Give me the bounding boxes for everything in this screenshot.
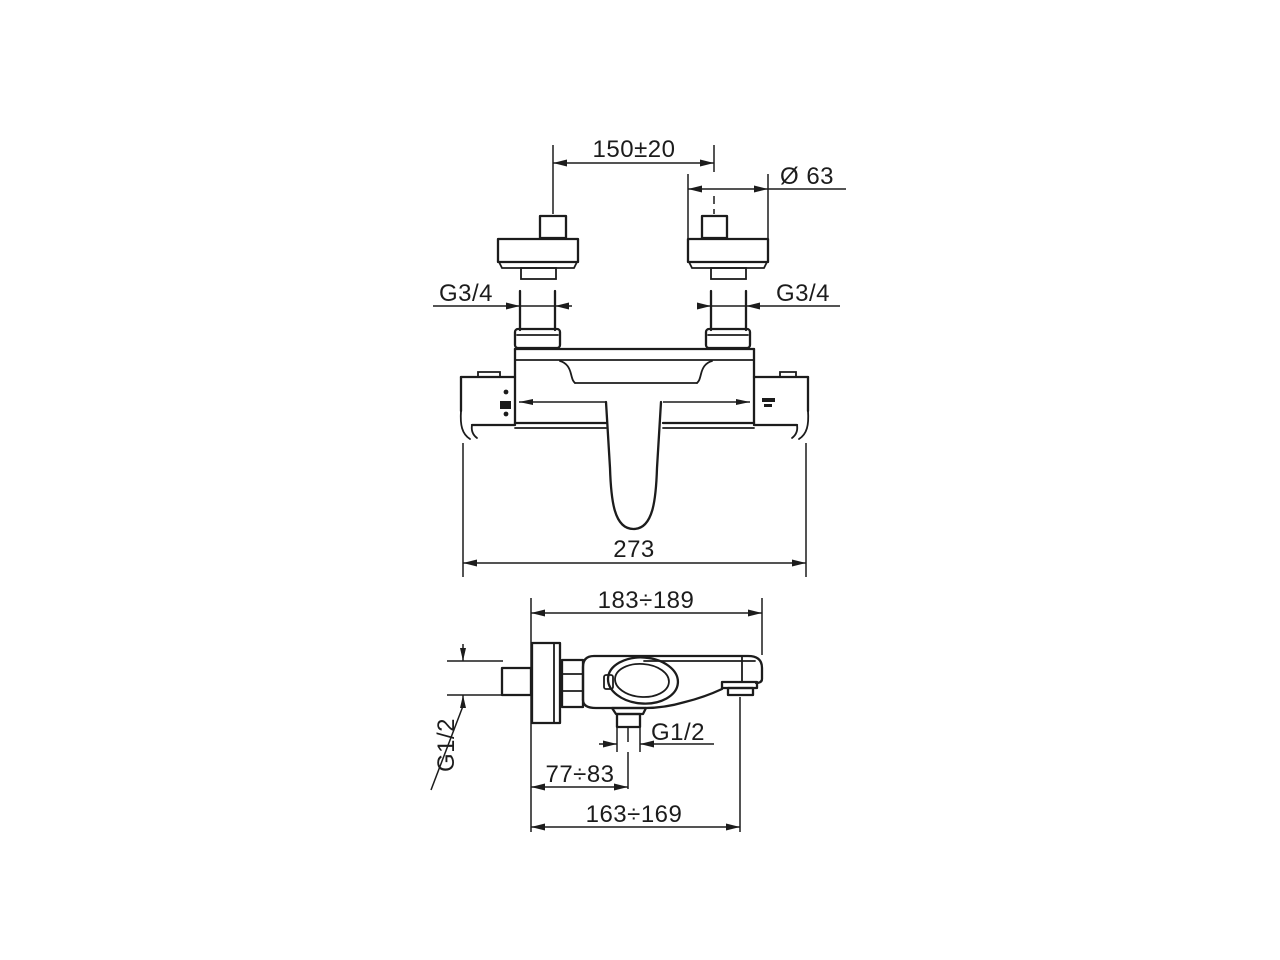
- dimension-center-distance: 150±20: [552, 136, 715, 214]
- side-view: 183÷189 G1/2: [430, 587, 764, 832]
- right-side-knob: [752, 371, 810, 440]
- shower-outlet: [615, 712, 642, 729]
- temperature-dot-mark: [503, 389, 509, 395]
- temperature-square-mark: [500, 401, 511, 409]
- temperature-dot-mark: [503, 411, 509, 417]
- dimension-overall-width: 273: [462, 443, 807, 577]
- dim-max-depth-label: 183÷189: [598, 587, 695, 614]
- dim-outlet-offset-label: 77÷83: [545, 761, 614, 788]
- dim-center-distance-label: 150±20: [593, 136, 676, 163]
- left-wall-union: [496, 214, 580, 350]
- mixer-body-front: [459, 347, 810, 531]
- handle-clip: [603, 674, 614, 690]
- shower-outlet-flange: [610, 706, 648, 716]
- front-view: 150±20 Ø 63: [433, 136, 846, 577]
- outlet-thread-label: G1/2: [651, 719, 705, 746]
- left-thread-callout: G3/4: [433, 280, 572, 310]
- right-thread-label: G3/4: [776, 280, 830, 307]
- temperature-stop-mark: [762, 398, 775, 402]
- left-thread-label: G3/4: [439, 280, 493, 307]
- loop-handle-side: [606, 656, 680, 705]
- inlet-thread-label: G1/2: [433, 718, 460, 772]
- dimension-outlet-offset: 77÷83: [531, 761, 628, 791]
- side-wall-connection: [500, 641, 585, 725]
- dim-overall-width-label: 273: [613, 536, 655, 563]
- lever-handle: [604, 400, 663, 531]
- left-side-knob: [459, 371, 517, 440]
- aerator-tip: [726, 686, 755, 697]
- outlet-thread-callout: G1/2: [599, 719, 714, 789]
- right-wall-union: [686, 214, 770, 350]
- dim-spout-reach-label: 163÷169: [586, 801, 683, 828]
- dim-flange-diameter-label: Ø 63: [780, 163, 834, 190]
- right-thread-callout: G3/4: [697, 280, 840, 310]
- inlet-thread-callout: G1/2: [430, 644, 503, 791]
- mixer-body-side: [581, 654, 764, 729]
- dimension-spout-reach: 163÷169: [531, 697, 741, 832]
- temperature-stop-mark: [764, 404, 772, 407]
- dimension-max-depth: 183÷189: [530, 587, 763, 832]
- dimension-flange-diameter: Ø 63: [687, 163, 846, 238]
